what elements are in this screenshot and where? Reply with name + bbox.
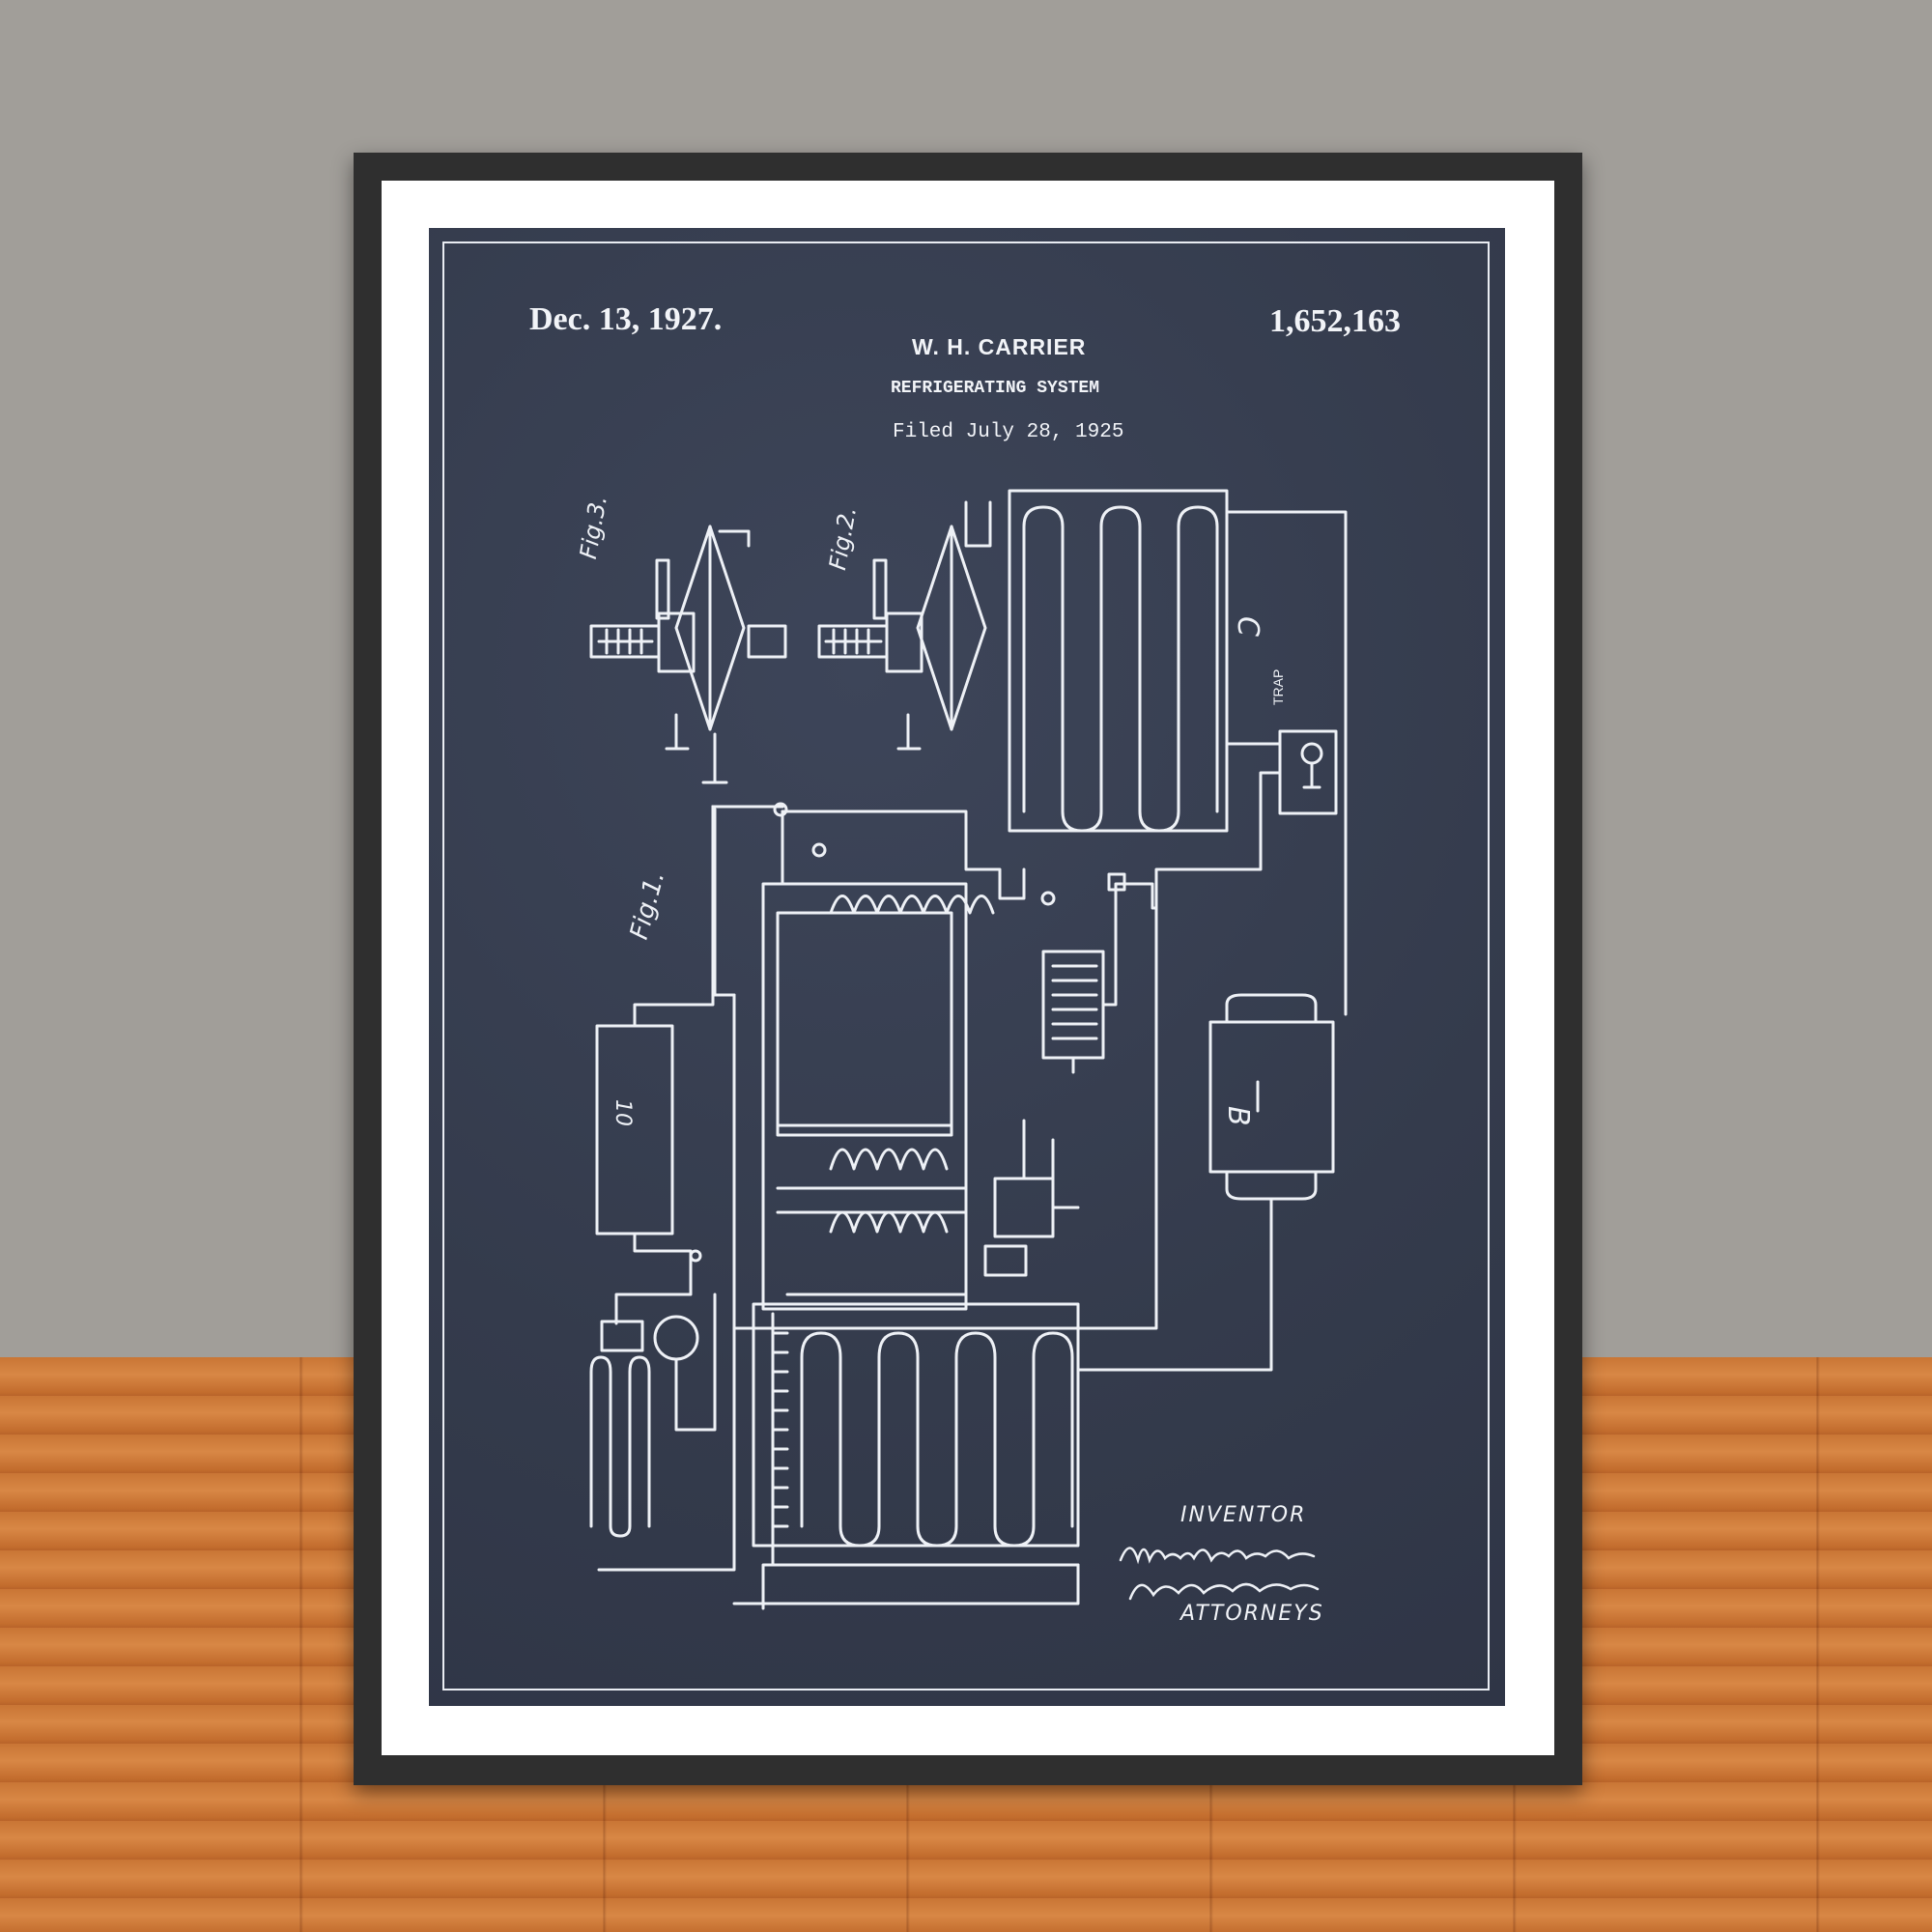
- patent-title: REFRIGERATING SYSTEM: [891, 379, 1100, 398]
- trap-label: TRAP: [1270, 669, 1286, 705]
- poster-border: [442, 242, 1490, 1690]
- upper-coil: [829, 895, 995, 915]
- lower-coil: [829, 1210, 949, 1234]
- fig3-label: Fig.3.: [575, 494, 612, 561]
- central-assembly: [711, 805, 1080, 1330]
- inventor-name: W. H. CARRIER: [912, 334, 1087, 359]
- patent-number: 1,652,163: [1269, 303, 1401, 339]
- trap: [1076, 729, 1338, 1330]
- valve-detail-fig3: [589, 525, 787, 784]
- condenser-coil: [1008, 489, 1348, 1016]
- inventor-label: INVENTOR: [1180, 1503, 1307, 1527]
- box-56: [983, 1119, 1080, 1277]
- fig1-label: Fig.1.: [625, 868, 671, 943]
- top-valves: [711, 802, 1126, 906]
- fig2-label: Fig.2.: [824, 504, 862, 572]
- box-10: [595, 805, 784, 1325]
- pump-and-coil-59: [589, 1249, 717, 1538]
- filed-date: Filed July 28, 1925: [893, 421, 1124, 443]
- heat-exchanger-65: [1041, 882, 1158, 1074]
- condenser-label: C: [1231, 616, 1264, 637]
- box-10-label: 10: [611, 1099, 635, 1126]
- box-b-label: B: [1221, 1106, 1255, 1126]
- valve-detail-fig2: [817, 500, 992, 751]
- evaporator-coil: [597, 1302, 1080, 1610]
- middle-coil: [829, 1148, 949, 1171]
- patent-date: Dec. 13, 1927.: [529, 301, 723, 337]
- attorneys-label: ATTORNEYS: [1180, 1602, 1324, 1626]
- box-b: [1076, 993, 1335, 1372]
- signature: [1119, 1547, 1320, 1601]
